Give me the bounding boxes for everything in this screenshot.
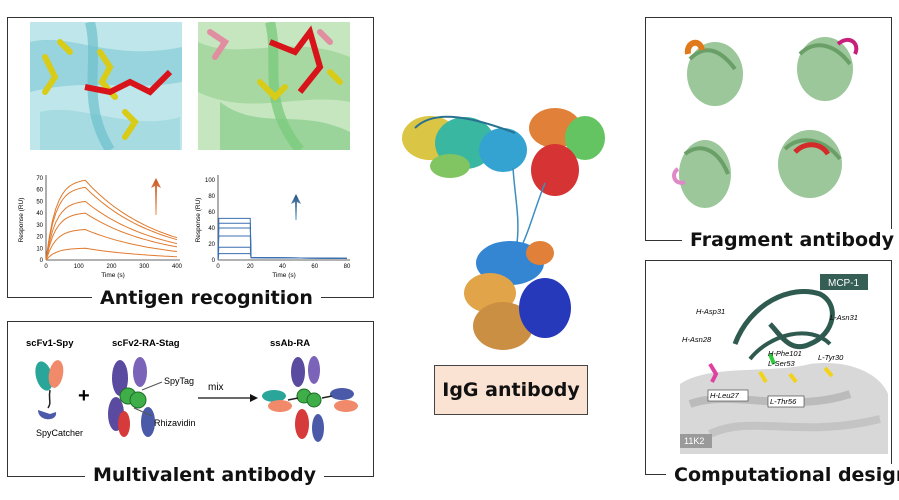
ssab-ra-molecule <box>262 356 358 442</box>
plot1-ytick: 30 <box>36 223 43 229</box>
computational-design-image: MCP-1 H-Asp31 H-Asn28 H-Phe101 L-Ser53 L… <box>650 264 888 454</box>
sensorgram-blue-chart: 0 20 40 60 80 100 0 20 40 60 80 Response (RU) Time… <box>195 175 351 279</box>
orange-curve-1 <box>45 179 178 261</box>
scfv2-ra-stag-molecule <box>108 357 163 437</box>
fragment-antibody-caption: Fragment antibody <box>682 229 899 251</box>
computational-design-caption: Computational design <box>666 464 899 486</box>
igg-structure-image <box>402 108 605 350</box>
k2-tag <box>680 434 712 448</box>
mix-label: mix <box>208 382 224 393</box>
scfv2-label: scFv2-RA-Stag <box>112 338 180 349</box>
mcp1-tag <box>820 274 868 290</box>
igg-antibody-label: IgG antibody <box>434 365 588 415</box>
sensorgram-orange-chart: 0 10 20 30 40 50 60 70 0 100 200 300 400 Response (R… <box>18 175 183 279</box>
plot1-xtick: 0 <box>44 264 48 270</box>
plot1-ytick: 70 <box>36 176 43 182</box>
mcp1-label: MCP-1 <box>828 278 860 289</box>
plot2-ytick: 80 <box>208 194 215 200</box>
increase-arrow-blue <box>291 194 301 220</box>
blue-curve-3 <box>217 227 348 261</box>
plot2-ytick: 40 <box>208 226 215 232</box>
plot1-ytick: 0 <box>40 258 44 264</box>
spycatcher-label: SpyCatcher <box>36 428 83 438</box>
scfv1-label: scFv1-Spy <box>26 338 74 349</box>
plot2-xtick: 40 <box>279 264 286 270</box>
plot1-xtick: 400 <box>172 264 183 270</box>
antigen-structure-images <box>30 22 350 150</box>
fragment-structure-3 <box>672 140 731 208</box>
plot2-xtick: 60 <box>311 264 318 270</box>
plot2-xtick: 80 <box>344 264 351 270</box>
orange-curve-2 <box>45 186 178 261</box>
hasn28-label: H-Asn28 <box>682 335 712 344</box>
plot1-xlabel: Time (s) <box>101 272 125 279</box>
k2-label: 11K2 <box>684 436 704 446</box>
fragment-structure-4 <box>778 130 842 198</box>
lser53-label: L-Ser53 <box>768 359 796 368</box>
plot2-ytick: 0 <box>212 258 216 264</box>
orange-curve-5 <box>45 228 178 261</box>
plot1-ytick: 60 <box>36 188 43 194</box>
blue-curve-4 <box>217 235 348 261</box>
plot2-xtick: 0 <box>216 264 220 270</box>
blue-curve-2 <box>217 222 348 261</box>
scfv1-spy-molecule <box>35 360 64 420</box>
plot1-xtick: 100 <box>74 264 85 270</box>
ssab-label: ssAb-RA <box>270 338 310 349</box>
plot1-xtick: 300 <box>139 264 150 270</box>
plot2-ytick: 20 <box>208 242 215 248</box>
plot2-xtick: 20 <box>247 264 254 270</box>
fragment-structures-image <box>672 37 859 208</box>
hleu27-label: H-Leu27 <box>710 391 740 400</box>
multivalent-antibody-caption: Multivalent antibody <box>85 464 324 486</box>
hphe101-label: H-Phe101 <box>768 349 802 358</box>
fragment-structure-1 <box>684 39 743 106</box>
plot1-ytick: 10 <box>36 246 43 252</box>
hasp31-label: H-Asp31 <box>696 307 725 316</box>
blue-curve-6 <box>217 253 348 261</box>
lthr56-label: L-Thr56 <box>770 397 797 406</box>
rhizavidin-label: Rhizavidin <box>154 418 196 428</box>
spytag-label: SpyTag <box>164 376 194 386</box>
plot2-ytick: 100 <box>205 178 216 184</box>
orange-curve-3 <box>45 200 178 261</box>
plot1-ytick: 40 <box>36 211 43 217</box>
orange-curve-4 <box>45 212 178 261</box>
plot2-xlabel: Time (s) <box>272 272 296 279</box>
fragment-antibody-panel <box>645 17 892 241</box>
orange-curve-6 <box>45 247 178 261</box>
increase-arrow-orange <box>151 178 161 215</box>
plot1-xtick: 200 <box>106 264 117 270</box>
fragment-structure-2 <box>797 37 859 101</box>
plot2-ylabel: Response (RU) <box>195 198 202 243</box>
ltyr30-label: L-Tyr30 <box>818 353 844 362</box>
antigen-recognition-caption: Antigen recognition <box>92 287 321 309</box>
multivalent-schematic: scFv1-Spy scFv2-RA-Stag ssAb-RA SpyCatch… <box>26 338 358 442</box>
plot1-ytick: 20 <box>36 235 43 241</box>
lasn31-label: L-Asn31 <box>830 313 858 322</box>
plot1-ylabel: Response (RU) <box>18 198 25 243</box>
plot1-ytick: 50 <box>36 199 43 205</box>
plot2-ytick: 60 <box>208 210 215 216</box>
plus-sign: + <box>78 385 90 407</box>
